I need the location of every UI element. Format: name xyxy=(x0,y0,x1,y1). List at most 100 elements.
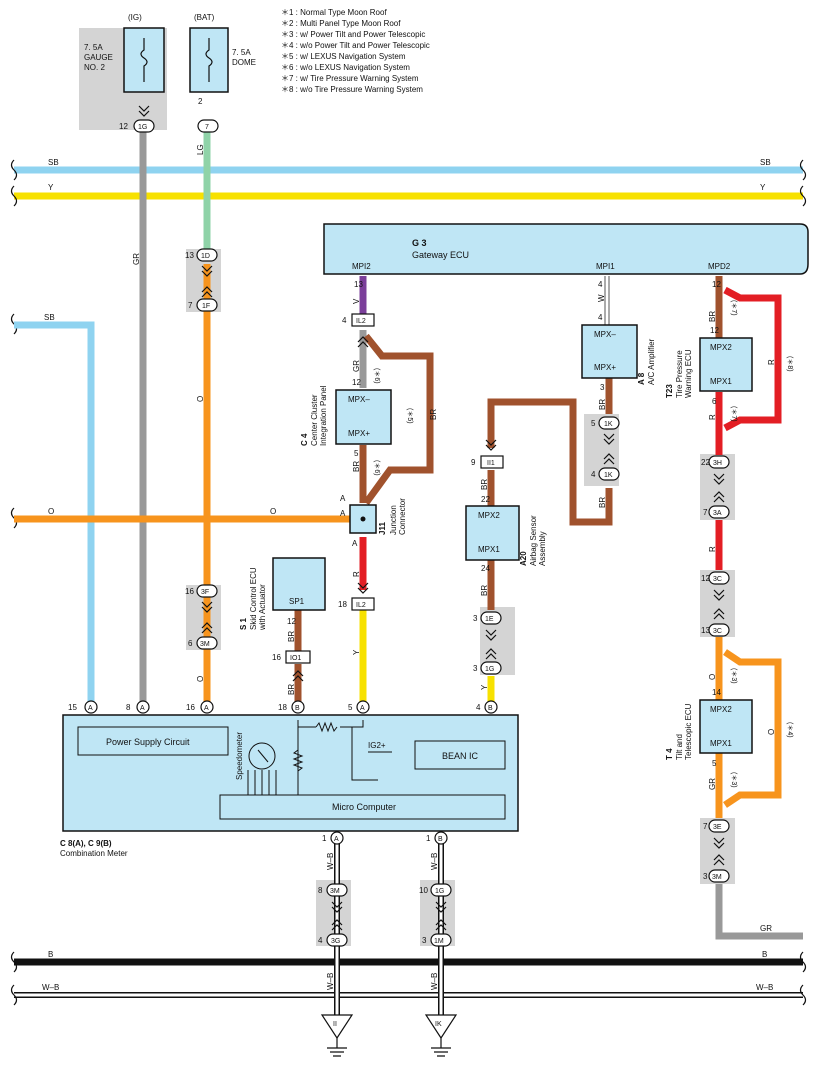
meter-pin-1b-num: 1 xyxy=(426,834,431,843)
svg-text:O: O xyxy=(708,674,717,680)
svg-text:18: 18 xyxy=(278,703,287,712)
svg-text:13: 13 xyxy=(701,626,710,635)
svg-text:3E: 3E xyxy=(713,824,722,831)
svg-text:3A: 3A xyxy=(713,510,722,517)
svg-text:3M: 3M xyxy=(330,888,340,895)
meter-speedo-label: Speedometer xyxy=(235,732,244,780)
ground-ik-label: IK xyxy=(435,1021,442,1028)
skid-control-ecu: SP1 xyxy=(272,557,326,611)
svg-text:T23: T23 xyxy=(665,384,674,398)
svg-text:A: A xyxy=(88,705,93,712)
svg-text:1G: 1G xyxy=(485,666,494,673)
bus-label-b-right: B xyxy=(762,950,767,959)
svg-text:3: 3 xyxy=(473,664,478,673)
svg-text:1K: 1K xyxy=(604,472,613,479)
meter-pin-1b-label: B xyxy=(438,836,443,843)
svg-text:A: A xyxy=(140,705,145,712)
center-cluster-bottom: MPX+ xyxy=(348,429,370,438)
svg-text:BR: BR xyxy=(287,684,296,695)
meter-micro-label: Micro Computer xyxy=(332,802,396,812)
airbag-sensor: MPX2 MPX1 xyxy=(465,505,520,561)
bus-label-wb-left: W–B xyxy=(42,983,59,992)
svg-text:Airbag Sensor: Airbag Sensor xyxy=(529,515,538,566)
svg-text:(＊3): (＊3) xyxy=(730,772,737,788)
svg-text:S 1: S 1 xyxy=(239,617,248,630)
svg-text:16: 16 xyxy=(272,653,281,662)
ground-ii-label: II xyxy=(333,1021,337,1028)
svg-text:Connector: Connector xyxy=(398,498,407,535)
svg-text:13: 13 xyxy=(185,251,194,260)
svg-text:14: 14 xyxy=(712,688,721,697)
svg-text:4: 4 xyxy=(342,316,347,325)
fuse-dome-line1: 7. 5A xyxy=(232,48,251,57)
svg-text:GR: GR xyxy=(132,253,141,265)
svg-text:O: O xyxy=(270,507,276,516)
svg-text:LG: LG xyxy=(196,144,205,155)
svg-text:Y: Y xyxy=(352,649,361,655)
meter-power-label: Power Supply Circuit xyxy=(106,737,190,747)
note-7: ＊7 : w/ Tire Pressure Warning System xyxy=(281,74,419,83)
gateway-code: G 3 xyxy=(412,238,427,248)
note-8: ＊8 : w/o Tire Pressure Warning System xyxy=(281,85,423,94)
junction-pin-a-top: A xyxy=(340,494,346,503)
svg-text:O: O xyxy=(767,729,776,735)
svg-text:BR: BR xyxy=(598,399,607,410)
svg-text:3G: 3G xyxy=(331,938,340,945)
meter-pin-1b xyxy=(434,831,448,845)
svg-text:B: B xyxy=(295,705,300,712)
wires xyxy=(14,132,803,1015)
svg-text:4: 4 xyxy=(318,936,323,945)
ground-icon xyxy=(431,1038,451,1057)
svg-text:12: 12 xyxy=(352,378,361,387)
svg-text:O: O xyxy=(196,396,205,402)
svg-text:16: 16 xyxy=(185,587,194,596)
svg-text:3M: 3M xyxy=(200,641,210,648)
svg-text:A: A xyxy=(204,705,209,712)
svg-text:3C: 3C xyxy=(713,576,722,583)
svg-text:3F: 3F xyxy=(201,589,209,596)
meter-pin-1a-label: A xyxy=(334,836,339,843)
svg-text:3: 3 xyxy=(422,936,427,945)
svg-text:22: 22 xyxy=(481,495,490,504)
svg-text:3M: 3M xyxy=(712,874,722,881)
meter-bean-label: BEAN IC xyxy=(442,751,479,761)
svg-text:7: 7 xyxy=(205,124,209,131)
svg-text:7: 7 xyxy=(703,508,708,517)
svg-text:1G: 1G xyxy=(138,124,147,131)
resistor-icon xyxy=(315,721,338,733)
meter-name: Combination Meter xyxy=(60,849,128,858)
svg-text:O: O xyxy=(196,676,205,682)
svg-text:with Actuator: with Actuator xyxy=(258,584,267,631)
meter-ig2-label: IG2+ xyxy=(368,741,386,750)
svg-text:R: R xyxy=(708,546,717,552)
tire-pressure-ecu: MPX2 MPX1 xyxy=(699,337,753,392)
junction-connector: A A A xyxy=(340,494,377,548)
wire-color-labels: SB GR LG O O O O V GR BR BR R Y BR BR BR… xyxy=(44,144,776,990)
fuse-dome-pin: 2 xyxy=(198,97,203,106)
airbag-top: MPX2 xyxy=(478,511,500,520)
ground-icon xyxy=(327,1038,347,1057)
svg-text:3: 3 xyxy=(703,872,708,881)
svg-text:4: 4 xyxy=(598,280,603,289)
notes-list: ＊1 : Normal Type Moon Roof ＊2 : Multi Pa… xyxy=(281,8,430,94)
svg-text:BR: BR xyxy=(480,585,489,596)
svg-text:6: 6 xyxy=(712,397,717,406)
svg-text:BR: BR xyxy=(708,311,717,322)
junction-pin-a-bottom: A xyxy=(352,539,358,548)
fuse-bat-source: (BAT) xyxy=(194,13,215,22)
svg-text:1G: 1G xyxy=(435,888,444,895)
fuse-gauge: (IG) 7. 5A GAUGE NO. 2 xyxy=(84,13,165,93)
gateway-pin-mpi2: MPI2 xyxy=(352,262,371,271)
svg-text:J11: J11 xyxy=(378,522,387,535)
svg-text:6: 6 xyxy=(188,639,193,648)
tilt-top: MPX2 xyxy=(710,705,732,714)
svg-text:R: R xyxy=(767,359,776,365)
svg-text:1F: 1F xyxy=(202,303,210,310)
svg-text:4: 4 xyxy=(476,703,481,712)
svg-text:C 4: C 4 xyxy=(300,433,309,446)
note-2: ＊2 : Multi Panel Type Moon Roof xyxy=(281,19,401,28)
svg-text:II1: II1 xyxy=(487,460,495,467)
note-3: ＊3 : w/ Power Tilt and Power Telescopic xyxy=(281,30,425,39)
combination-meter: Power Supply Circuit BEAN IC Micro Compu… xyxy=(60,714,519,858)
